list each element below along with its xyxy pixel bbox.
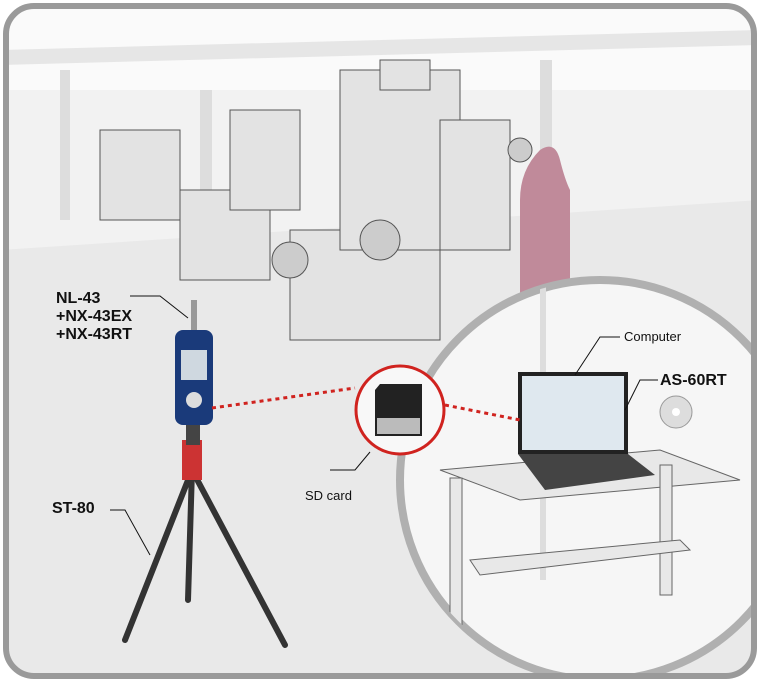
laptop (518, 372, 655, 490)
tripod-label: ST-80 (52, 500, 95, 517)
meter-model: NL-43 (56, 290, 101, 307)
sd-card-label: SD card (305, 488, 352, 503)
tripod (122, 420, 288, 648)
worker-silhouette (520, 146, 570, 320)
frame-border (3, 3, 757, 679)
meter-option-rt: +NX-43RT (56, 326, 133, 343)
computer-label: Computer (624, 329, 682, 344)
meter-label: NL-43 +NX-43EX +NX-43RT (56, 290, 132, 344)
software-label: AS-60RT (660, 372, 727, 389)
cd-rom (659, 395, 693, 429)
sd-card-icon (375, 384, 422, 436)
connector-line (211, 386, 356, 410)
sound-level-meter (175, 300, 213, 425)
machine-tools (99, 59, 533, 341)
meter-option-ex: +NX-43EX (56, 308, 133, 325)
